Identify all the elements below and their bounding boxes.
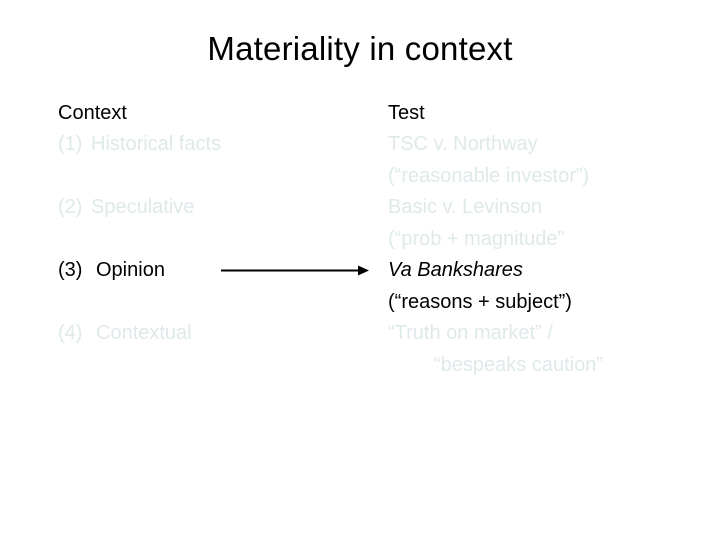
page-title: Materiality in context — [207, 30, 513, 67]
test-row-truth-on-market: “Truth on market” / — [388, 322, 553, 344]
context-column-heading: Context — [58, 102, 127, 124]
context-item-4-label: Contextual — [96, 322, 192, 344]
context-column: Context (1) Historical facts (2) Speculati… — [58, 100, 378, 383]
test-row-tsc-northway: TSC v. Northway — [388, 133, 538, 155]
context-row-4: (4) Contextual — [58, 320, 378, 383]
test-column-heading: Test — [388, 102, 425, 124]
test-column: Test TSC v. Northway (“reasonable invest… — [388, 100, 688, 383]
test-row-basic-levinson: Basic v. Levinson — [388, 196, 543, 218]
context-row-1: (1) Historical facts — [58, 131, 378, 194]
test-row-reasons-subject: (“reasons + subject”) — [388, 290, 572, 313]
test-row-reasonable-investor: (“reasonable investor”) — [388, 164, 590, 187]
context-row-3: (3) Opinion — [58, 257, 378, 320]
context-row-2: (2) Speculative — [58, 194, 378, 257]
context-item-3-number: (3) — [58, 259, 83, 281]
context-item-1-label: Historical facts — [91, 133, 222, 155]
context-item-1-number: (1) — [58, 133, 83, 155]
test-row-prob-magnitude: (“prob + magnitude” — [388, 227, 565, 250]
context-item-2-label: Speculative — [91, 196, 195, 218]
context-item-2-number: (2) — [58, 196, 83, 218]
context-item-4-number: (4) — [58, 322, 83, 344]
context-item-3-label: Opinion — [96, 259, 165, 281]
test-row-va-bankshares: Va Bankshares — [388, 259, 523, 281]
test-row-bespeaks-caution: “bespeaks caution” — [434, 353, 603, 376]
